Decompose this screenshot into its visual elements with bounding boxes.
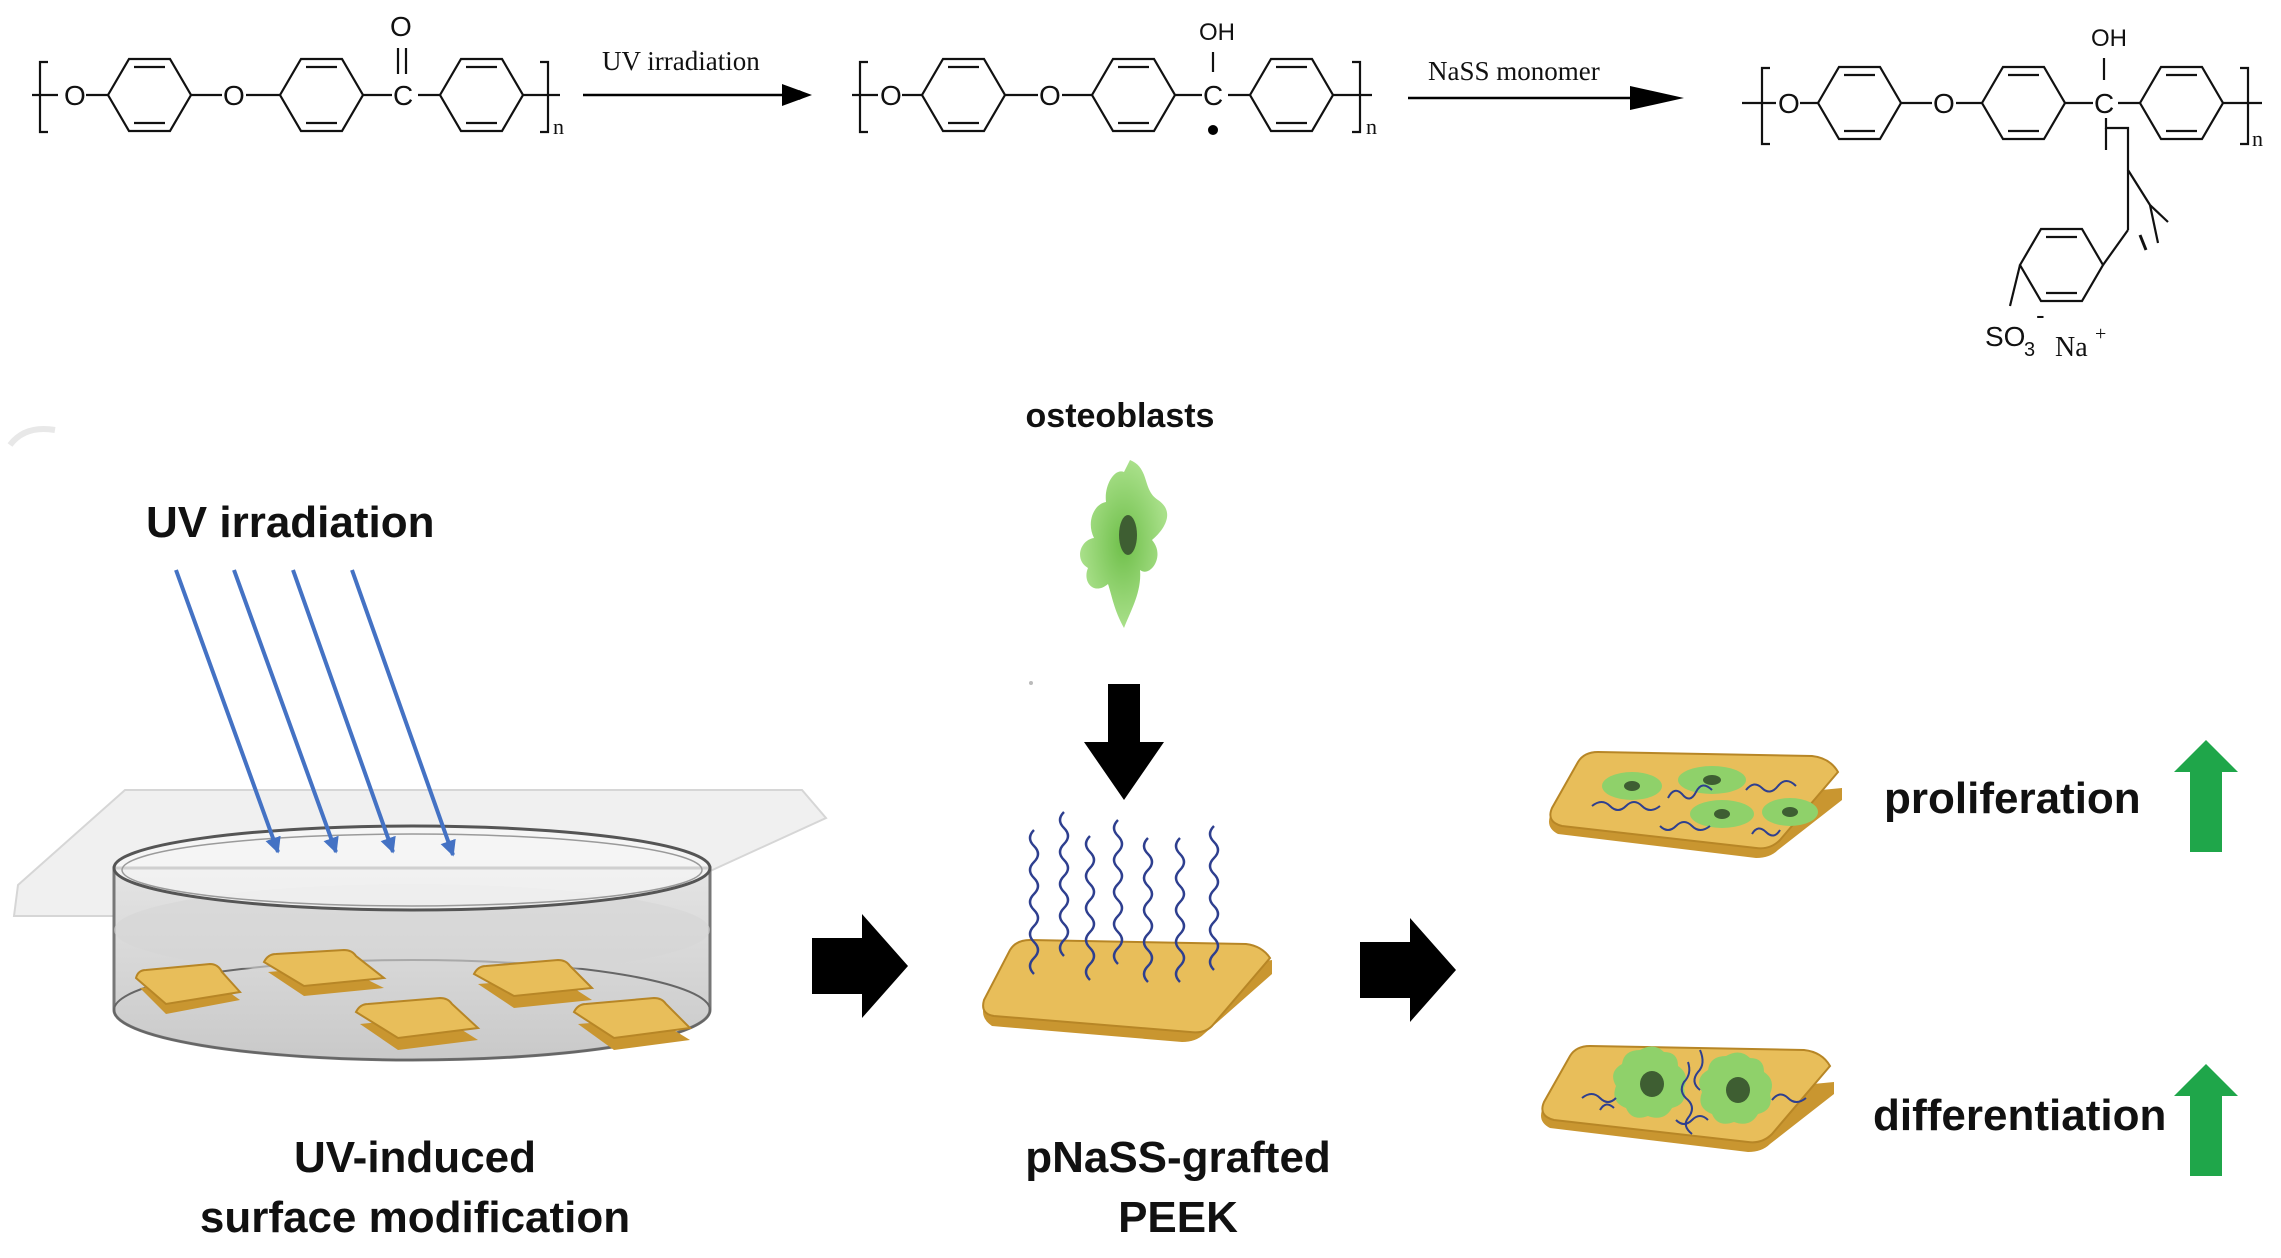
grafted-oh: OH [2091,25,2127,52]
sulfonate-charge: - [2036,300,2045,330]
reaction-arrow-nass: NaSS monomer [1408,56,1684,110]
sample-icon [572,996,693,1050]
polymer-chains [1591,780,1797,837]
benzene-ring-icon [1816,65,1903,141]
sample-icon [354,996,481,1050]
sample-icon [472,958,595,1008]
radical-structure: O O C OH [852,19,1377,139]
counterion-na: Na [2055,332,2088,363]
process-arrow-1 [812,914,908,1018]
radical-oh: OH [1199,19,1235,46]
increase-arrow-icon [2174,1064,2238,1176]
radical-o2: O [1039,80,1061,111]
step2-caption-line2: PEEK [1118,1193,1238,1242]
pnass-graft-chain [2104,118,2169,251]
uv-irradiation-label: UV irradiation [146,498,435,547]
reaction-step1-label: UV irradiation [602,46,760,76]
reaction-arrow-uv: UV irradiation [583,46,812,106]
step2-caption-line1: pNaSS-grafted [1025,1133,1331,1182]
grafted-subscript-n: n [2252,126,2263,151]
polymer-chains [1581,1049,1807,1135]
petri-dish-icon [12,789,828,1062]
step1-caption-line1: UV-induced [294,1133,536,1182]
peek-carbonyl-c: C [393,80,413,111]
benzene-ring-icon [278,57,365,133]
benzene-ring-icon [920,57,1007,133]
osteoblast-cell-icon [1080,460,1168,628]
radical-o1: O [880,80,902,111]
benzene-ring-icon [2138,65,2225,141]
sample-icon [262,948,387,996]
pnass-brush-chains [1028,811,1220,983]
peek-structure: O O C O [32,11,564,139]
increase-arrow-icon [2174,740,2238,852]
osteoblasts-label: osteoblasts [1026,397,1215,435]
osteoblast-seeding-arrow [1084,684,1164,800]
proliferation-sample-icon [1549,750,1842,858]
peek-samples [134,948,693,1050]
peek-carbonyl-o: O [390,11,412,42]
step1-caption-line2: surface modification [200,1193,630,1242]
peek-o1: O [64,80,86,111]
radical-c: C [1203,80,1223,111]
reaction-scheme: O O C O [32,11,2263,363]
benzene-ring-icon [2018,227,2105,303]
grafted-c: C [2094,88,2114,119]
benzene-ring-icon [1980,65,2067,141]
outcome-differentiation: differentiation [1873,1091,2166,1140]
osteoblast-cell-icon [1602,766,1818,828]
uv-rays-icon [174,569,456,857]
peek-subscript-n: n [553,114,564,139]
osteoblast-cell-icon [1613,1046,1772,1124]
grafted-structure: O O C OH [1742,25,2263,363]
reaction-step2-label: NaSS monomer [1428,56,1600,86]
decorative-mark [7,426,56,447]
counterion-charge: + [2095,323,2106,345]
peek-o2: O [223,80,245,111]
benzene-ring-icon [438,57,525,133]
sample-icon [134,962,242,1014]
process-arrow-2 [1360,918,1456,1022]
sulfonate-so: SO [1985,321,2025,352]
speck [1029,681,1033,685]
sulfonate-subscript: 3 [2024,339,2035,361]
benzene-ring-icon [106,57,193,133]
radical-dot [1208,125,1218,135]
benzene-ring-icon [1090,57,1177,133]
grafted-o1: O [1778,88,1800,119]
benzene-ring-icon [1248,57,1335,133]
outcome-proliferation: proliferation [1884,774,2141,823]
grafted-o2: O [1933,88,1955,119]
radical-subscript-n: n [1366,114,1377,139]
grafted-sample-icon [982,811,1272,1042]
differentiation-sample-icon [1541,1044,1834,1152]
